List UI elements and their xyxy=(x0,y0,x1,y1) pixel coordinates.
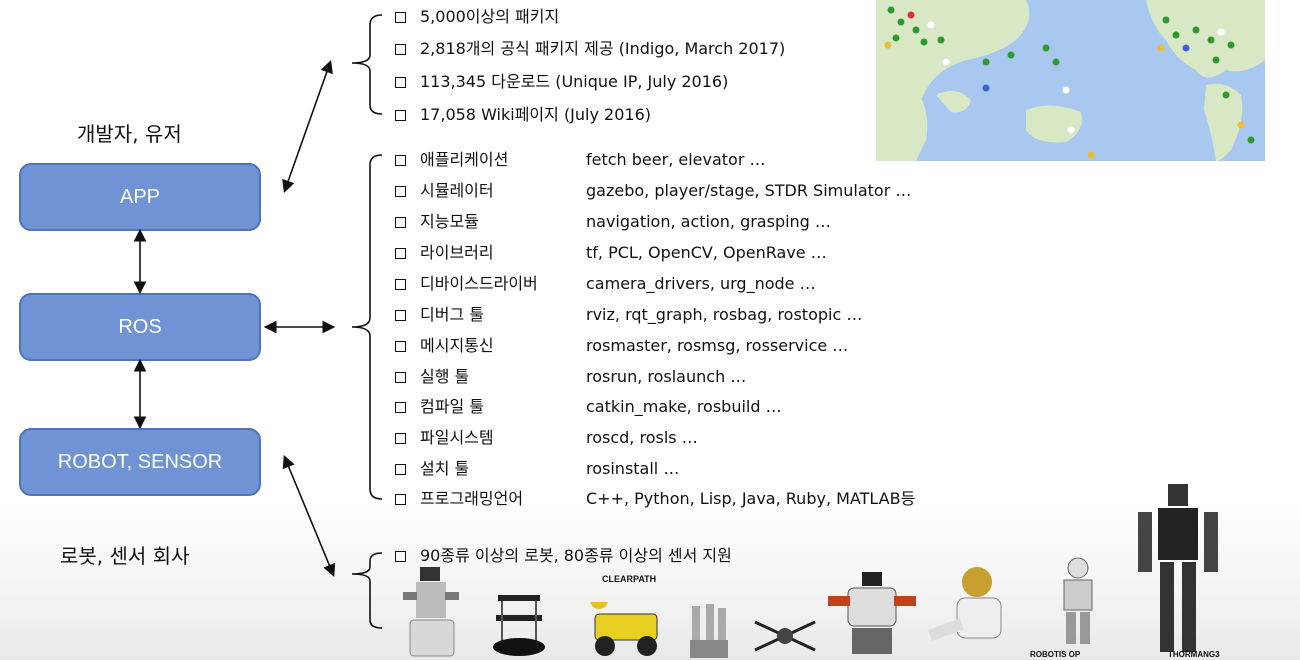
robot-pr2 xyxy=(403,567,459,657)
feature-name: 실행 툴 xyxy=(420,367,470,386)
feature-row: 메시지통신 rosmaster, rosmsg, rosservice … xyxy=(395,336,955,356)
clearpath-logo: CLEARPATH xyxy=(602,574,657,584)
feature-examples: catkin_make, rosbuild … xyxy=(586,397,782,416)
feature-name: 라이브러리 xyxy=(420,243,494,262)
feature-row: 라이브러리 tf, PCL, OpenCV, OpenRave … xyxy=(395,243,955,263)
robot-clearpath xyxy=(590,602,658,656)
checkbox-icon xyxy=(395,279,406,290)
checkbox-icon xyxy=(395,551,406,562)
robot-turtlebot xyxy=(493,595,545,656)
checkbox-icon xyxy=(395,12,406,23)
feature-examples: rosmaster, rosmsg, rosservice … xyxy=(586,336,849,355)
feature-name: 시뮬레이터 xyxy=(420,181,494,200)
checkbox-icon xyxy=(395,155,406,166)
feature-examples: roscd, rosls … xyxy=(586,428,698,447)
robot-thormang xyxy=(1138,484,1218,652)
feature-row: 프로그래밍언어 C++, Python, Lisp, Java, Ruby, MA… xyxy=(395,489,955,509)
stat-item: 5,000이상의 패키지 xyxy=(395,7,559,27)
robot-drone xyxy=(754,620,816,652)
feature-row: 지능모듈 navigation, action, grasping … xyxy=(395,212,955,232)
feature-name: 메시지통신 xyxy=(420,336,494,355)
checkbox-icon xyxy=(395,464,406,475)
checkbox-icon xyxy=(395,402,406,413)
robot-gripper xyxy=(690,604,728,658)
robotis-label: ROBOTIS OP xyxy=(1030,650,1081,659)
robot-support-item: 90종류 이상의 로봇, 80종류 이상의 센서 지원 xyxy=(395,546,732,566)
checkbox-icon xyxy=(395,494,406,505)
feature-examples: gazebo, player/stage, STDR Simulator … xyxy=(586,181,912,200)
feature-examples: camera_drivers, urg_node … xyxy=(586,274,816,293)
stat-item: 113,345 다운로드 (Unique IP, July 2016) xyxy=(395,72,728,92)
robot-robotis-op xyxy=(1063,557,1093,644)
feature-examples: fetch beer, elevator … xyxy=(586,150,766,169)
stat-item: 2,818개의 공식 패키지 제공 (Indigo, March 2017) xyxy=(395,39,785,59)
feature-row: 컴파일 툴 catkin_make, rosbuild … xyxy=(395,397,955,417)
map-markers xyxy=(884,6,1255,159)
checkbox-icon xyxy=(395,44,406,55)
feature-examples: C++, Python, Lisp, Java, Ruby, MATLAB등 xyxy=(586,489,916,508)
checkbox-icon xyxy=(395,77,406,88)
feature-name: 디버그 툴 xyxy=(420,305,484,324)
feature-name: 지능모듈 xyxy=(420,212,479,231)
robot-robonaut xyxy=(927,567,1002,642)
feature-examples: rosinstall … xyxy=(586,459,680,478)
feature-name: 파일시스템 xyxy=(420,428,494,447)
developer-label: 개발자, 유저 xyxy=(77,122,182,146)
feature-row: 실행 툴 rosrun, roslaunch … xyxy=(395,367,955,387)
robot-humanoid-wheeled xyxy=(828,572,916,654)
feature-name: 설치 툴 xyxy=(420,459,470,478)
checkbox-icon xyxy=(395,310,406,321)
checkbox-icon xyxy=(395,217,406,228)
app-box: APP xyxy=(19,163,261,231)
feature-examples: tf, PCL, OpenCV, OpenRave … xyxy=(586,243,827,262)
feature-row: 디버그 툴 rviz, rqt_graph, rosbag, rostopic … xyxy=(395,305,955,325)
checkbox-icon xyxy=(395,433,406,444)
world-map xyxy=(876,0,1265,161)
checkbox-icon xyxy=(395,341,406,352)
feature-row: 디바이스드라이버 camera_drivers, urg_node … xyxy=(395,274,955,294)
feature-row: 애플리케이션 fetch beer, elevator … xyxy=(395,150,955,170)
checkbox-icon xyxy=(395,110,406,121)
feature-name: 컴파일 툴 xyxy=(420,397,484,416)
stat-item: 17,058 Wiki페이지 (July 2016) xyxy=(395,105,651,125)
feature-examples: rosrun, roslaunch … xyxy=(586,367,747,386)
checkbox-icon xyxy=(395,248,406,259)
feature-name: 디바이스드라이버 xyxy=(420,274,538,293)
feature-name: 애플리케이션 xyxy=(420,150,509,169)
checkbox-icon xyxy=(395,186,406,197)
checkbox-icon xyxy=(395,372,406,383)
world-map-graphic xyxy=(876,0,1265,161)
feature-row: 파일시스템 roscd, rosls … xyxy=(395,428,955,448)
feature-examples: navigation, action, grasping … xyxy=(586,212,831,231)
company-label: 로봇, 센서 회사 xyxy=(60,544,190,568)
thormang-label: THORMANG3 xyxy=(1168,650,1220,659)
feature-examples: rviz, rqt_graph, rosbag, rostopic … xyxy=(586,305,863,324)
feature-row: 설치 툴 rosinstall … xyxy=(395,459,955,479)
feature-name: 프로그래밍언어 xyxy=(420,489,524,508)
feature-row: 시뮬레이터 gazebo, player/stage, STDR Simulato… xyxy=(395,181,955,201)
